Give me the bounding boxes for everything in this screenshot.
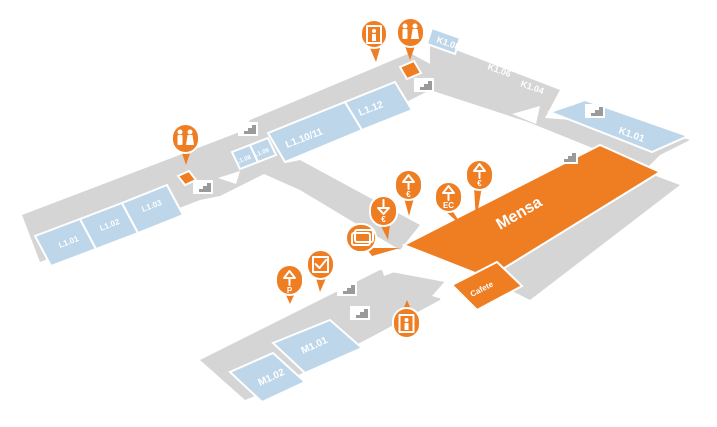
room-m101[interactable] [271, 318, 364, 375]
room-cafete[interactable] [450, 260, 524, 312]
corridor-south-right [490, 170, 680, 300]
room-m102[interactable] [228, 351, 307, 404]
room-l109-label: L1.09 [254, 148, 271, 159]
card-pin[interactable] [345, 223, 400, 256]
elevator-pin[interactable] [392, 300, 421, 339]
m-wing-rooms: M1.01 M1.02 [228, 318, 364, 404]
elevator-pin[interactable] [360, 19, 388, 62]
dining-area: Mensa Cafete [401, 143, 663, 312]
ec-icon [442, 185, 455, 201]
restroom-spot-k [398, 59, 423, 81]
exit-arrow-icon [512, 106, 540, 124]
room-k107-label: K1.07 [465, 39, 491, 57]
exit-arrow-icon [380, 262, 400, 276]
exit-p-label: P [287, 286, 293, 295]
restroom-icon [177, 129, 194, 145]
ec-label: EC [443, 201, 454, 210]
stairs-icon [414, 78, 434, 92]
restroom-icon [402, 23, 419, 39]
room-k108[interactable] [425, 26, 462, 56]
euro-right-icon [473, 163, 486, 179]
exit-arrow-icon [283, 270, 296, 286]
stairs-icons [193, 78, 605, 320]
exit-arrow-icon [432, 280, 446, 300]
checkbox-pin[interactable] [306, 249, 335, 292]
euro-down-icon [377, 199, 390, 215]
room-l103[interactable] [120, 183, 185, 235]
ec-pin[interactable]: EC [434, 181, 463, 226]
restroom-pin[interactable] [396, 17, 425, 60]
stairs-icon [238, 122, 258, 136]
exit-p-pin[interactable]: P [275, 264, 304, 304]
atm-pin-down[interactable]: € [369, 195, 398, 240]
euro-up-label: € [406, 190, 411, 199]
atm-pin-top[interactable]: € [394, 169, 423, 216]
corridor-center [255, 160, 420, 250]
l-wing-rooms: L1.01 L1.02 L1.03 L1.08 L1.09 L1.10/11 L… [33, 80, 414, 268]
exit-arrow-icon [565, 93, 588, 106]
stairs-icon [350, 306, 370, 320]
stairs-icon [337, 282, 357, 296]
card-icon [351, 229, 374, 246]
stairs-icon [558, 150, 578, 164]
room-l112[interactable] [343, 80, 414, 132]
room-mensa[interactable] [401, 143, 663, 280]
room-l109[interactable] [248, 136, 278, 164]
exit-arrow-icon [218, 171, 240, 184]
elevator-icon [398, 314, 415, 333]
room-l108-label: L1.08 [236, 155, 253, 166]
stairs-icon [193, 180, 213, 194]
atm-pin-right[interactable]: € [465, 159, 494, 222]
euro-down-label: € [381, 215, 386, 224]
restroom-pin[interactable] [171, 123, 200, 165]
direction-arrows [218, 93, 588, 300]
checkbox-icon [312, 256, 329, 273]
euro-up-icon [402, 174, 415, 190]
elevator-icon [366, 25, 382, 44]
euro-right-label: € [477, 179, 482, 188]
stairs-icon [585, 104, 605, 118]
